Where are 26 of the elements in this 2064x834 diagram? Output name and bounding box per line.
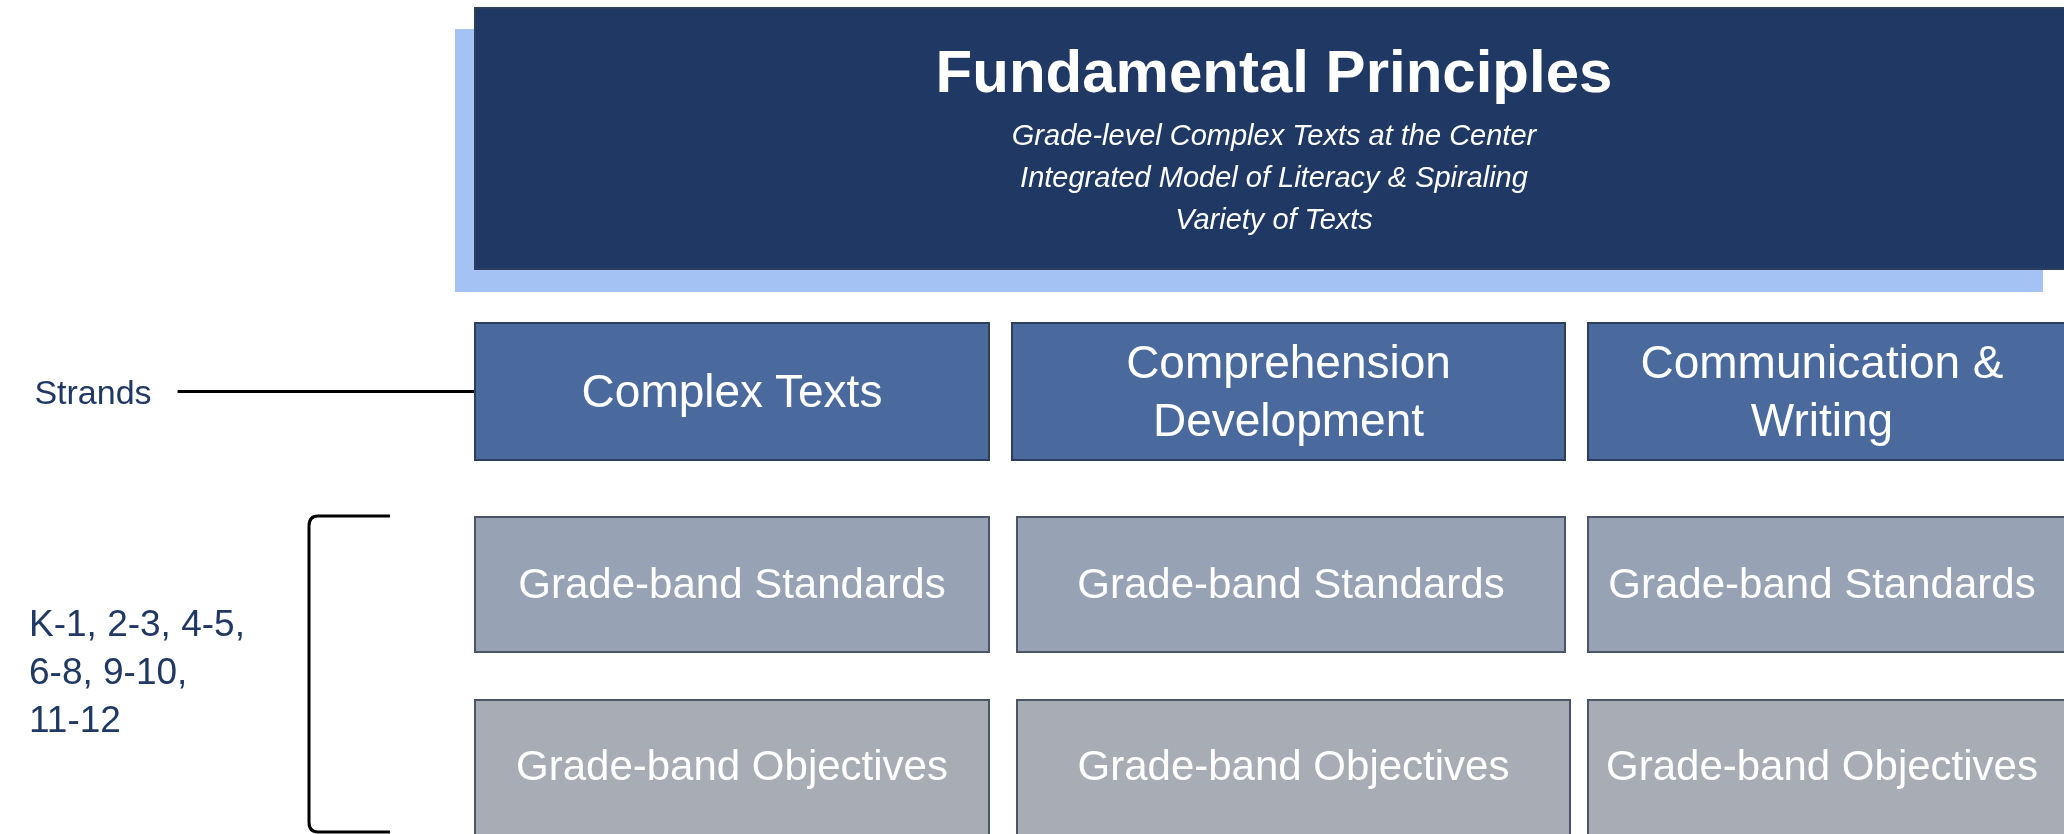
objectives-box: [474, 699, 990, 834]
grade-bands-label: K-1, 2-3, 4-5, 6-8, 9-10, 11-12: [29, 602, 246, 743]
box-label: Grade-band Standards: [517, 559, 947, 610]
objectives-box: [1587, 699, 2064, 834]
strand-box: [1587, 322, 2064, 461]
strand-box: [1011, 322, 1566, 461]
strand-box: [474, 322, 990, 461]
box-label: Grade-band Objectives: [515, 741, 949, 792]
box-label: Grade-band Standards: [1076, 559, 1506, 610]
principle-line: Variety of Texts: [1175, 202, 1373, 237]
objectives-box: [1016, 699, 1571, 834]
principle-line: Integrated Model of Literacy & Spiraling: [1020, 160, 1528, 195]
standards-box: [1016, 516, 1566, 653]
leader-line: [177, 390, 474, 393]
box-label: Grade-band Standards: [1607, 559, 2037, 610]
standards-box: [1587, 516, 2064, 653]
principle-line: Grade-level Complex Texts at the Center: [1011, 118, 1537, 153]
header-box: [474, 7, 2064, 270]
side-label: Strands: [33, 371, 153, 413]
box-label: Grade-band Objectives: [1076, 741, 1511, 792]
box-label: Complex Texts: [580, 363, 884, 419]
box-label: Communication & Writing: [1639, 335, 2005, 448]
box-label: Comprehension Development: [1125, 335, 1452, 448]
box-label: Grade-band Objectives: [1605, 741, 2039, 792]
standards-box: [474, 516, 990, 653]
header-title: Fundamental Principles: [935, 37, 1613, 106]
